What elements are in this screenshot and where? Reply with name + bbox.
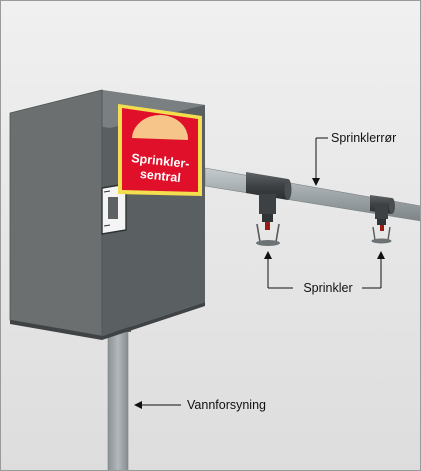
sprinkler-label: Sprinkler [303,281,352,295]
water-supply-pipe [105,325,131,471]
sprinkler-central-sign: Sprinkler- sentral [118,104,202,196]
sign-line-2: sentral [139,167,181,185]
arrow-left-icon [134,401,142,409]
arrow-up-icon [377,251,385,259]
sun-icon [132,114,189,140]
pipe-label: Sprinklerrør [331,131,396,145]
callout-sprinkler: Sprinkler [264,251,385,295]
arrow-down-icon [312,178,320,186]
sign-line-1: Sprinkler- [131,151,191,171]
callout-water-supply: Vannforsyning [134,398,266,412]
sprinkler-head-1 [256,194,280,246]
sprinkler-head-2 [371,205,392,244]
arrow-up-icon [264,251,272,259]
callout-pipe: Sprinklerrør [312,131,396,186]
water-supply-label: Vannforsyning [187,398,266,412]
